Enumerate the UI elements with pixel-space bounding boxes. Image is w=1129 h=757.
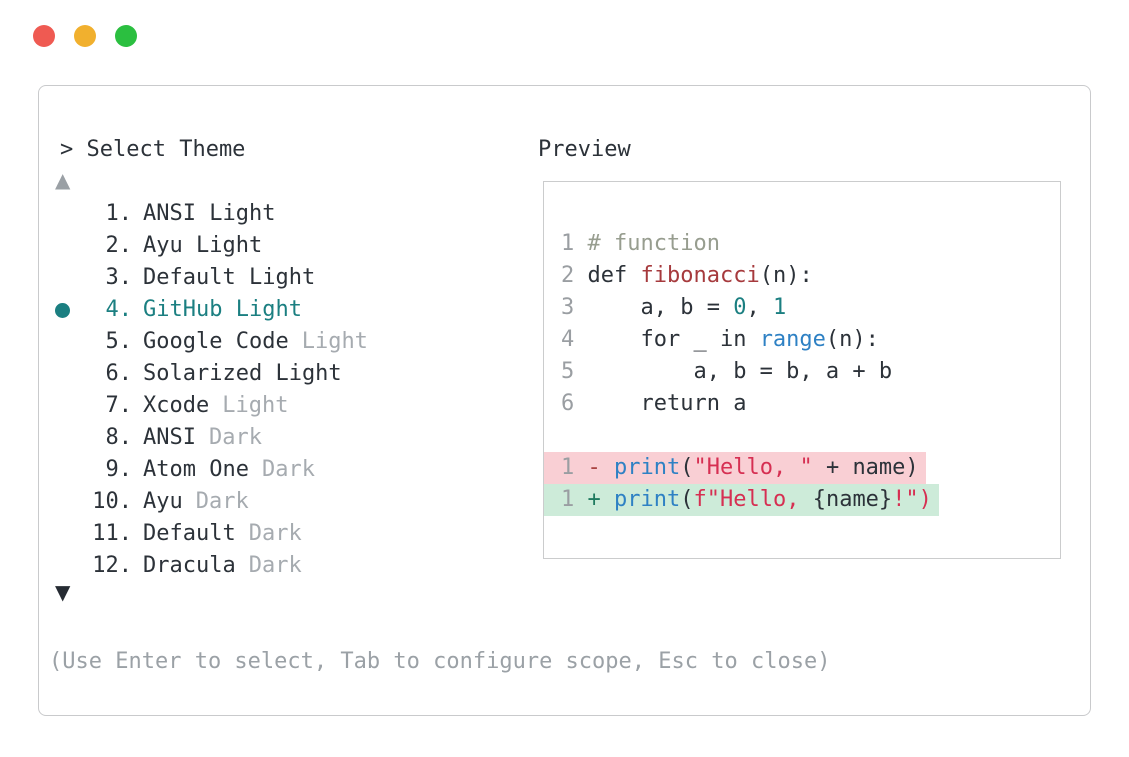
theme-name: ANSI <box>143 425 196 450</box>
selected-bullet-icon <box>55 302 70 318</box>
line-number: 5 <box>561 359 575 384</box>
theme-list-item[interactable]: 8. ANSI Dark <box>39 422 519 454</box>
theme-variant: Light <box>301 329 368 354</box>
theme-number: 9. <box>105 457 133 482</box>
theme-number: 1. <box>105 201 133 226</box>
theme-list-item[interactable]: 12. Dracula Dark <box>39 550 519 582</box>
code-token: # function <box>587 231 720 256</box>
code-token: f"Hello, <box>693 487 813 512</box>
theme-list-item[interactable]: 5. Google Code Light <box>39 326 519 358</box>
line-number: 2 <box>561 263 575 288</box>
scroll-down-icon[interactable]: ▼ <box>55 580 71 604</box>
theme-name: GitHub Light <box>143 297 302 322</box>
code-line: 5 a, b = b, a + b <box>561 356 892 388</box>
theme-number: 10. <box>92 489 132 514</box>
theme-list-item[interactable]: 9. Atom One Dark <box>39 454 519 486</box>
theme-number: 4. <box>105 297 133 322</box>
diff-line-removed: 1 - print("Hello, " + name) <box>544 452 926 484</box>
theme-list-item[interactable]: 10. Ayu Dark <box>39 486 519 518</box>
theme-variant: Dark <box>261 457 315 482</box>
theme-picker-window: > Select Theme Preview ▲ 1. ANSI Light 2. A… <box>38 85 1091 716</box>
line-number: 1 <box>561 487 575 512</box>
diff-sign: + <box>587 487 601 512</box>
code-token: (n): <box>759 263 813 288</box>
theme-name: Atom One <box>143 457 249 482</box>
code-token: print <box>614 455 681 480</box>
code-token: 0 <box>733 295 747 320</box>
theme-number: 3. <box>105 265 133 290</box>
theme-list-item[interactable]: 2. Ayu Light <box>39 230 519 262</box>
code-token: def <box>587 263 641 288</box>
code-token: a, b = b, a + b <box>587 359 893 384</box>
window-controls <box>33 25 137 47</box>
theme-number: 5. <box>105 329 133 354</box>
code-token: range <box>759 327 826 352</box>
prompt-title: > Select Theme <box>60 137 246 162</box>
theme-list-item[interactable]: 6. Solarized Light <box>39 358 519 390</box>
theme-list-item[interactable]: 7. Xcode Light <box>39 390 519 422</box>
scroll-up-icon[interactable]: ▲ <box>55 168 71 192</box>
theme-name: Ayu <box>143 489 183 514</box>
theme-number: 7. <box>105 393 133 418</box>
theme-list-item[interactable]: 4. GitHub Light <box>39 294 519 326</box>
line-number: 3 <box>561 295 575 320</box>
code-token: print <box>614 487 681 512</box>
code-token: !") <box>892 487 932 512</box>
code-token: ( <box>680 455 694 480</box>
code-token: return a <box>587 391 747 416</box>
code-token: ( <box>680 487 694 512</box>
line-number: 4 <box>561 327 575 352</box>
theme-variant: Dark <box>195 489 249 514</box>
theme-number: 8. <box>105 425 133 450</box>
code-line: 3 a, b = 0, 1 <box>561 292 786 324</box>
code-line: 1 # function <box>561 228 720 260</box>
minimize-button[interactable] <box>74 25 96 47</box>
theme-variant: Dark <box>208 425 262 450</box>
theme-name: Xcode <box>143 393 210 418</box>
code-token: 1 <box>772 295 787 320</box>
theme-number: 11. <box>92 521 132 546</box>
code-line: 4 for _ in range(n): <box>561 324 879 356</box>
close-button[interactable] <box>33 25 55 47</box>
line-number: 6 <box>561 391 575 416</box>
theme-list-item[interactable]: 3. Default Light <box>39 262 519 294</box>
theme-list-item[interactable]: 1. ANSI Light <box>39 198 519 230</box>
theme-list: 1. ANSI Light 2. Ayu Light 3. Default Light 4.… <box>39 198 519 582</box>
theme-variant: Dark <box>248 553 302 578</box>
line-number: 1 <box>561 455 575 480</box>
diff-line-added: 1 + print(f"Hello, {name}!") <box>544 484 939 516</box>
code-token: , <box>746 295 773 320</box>
diff-sign: - <box>587 455 601 480</box>
code-line: 2 def fibonacci(n): <box>561 260 813 292</box>
code-token: fibonacci <box>640 263 760 288</box>
preview-label: Preview <box>538 137 631 162</box>
keyboard-hint: (Use Enter to select, Tab to configure s… <box>49 649 831 674</box>
theme-number: 12. <box>92 553 132 578</box>
theme-number: 2. <box>105 233 133 258</box>
code-token: (n): <box>825 327 879 352</box>
code-line: 6 return a <box>561 388 746 420</box>
code-token: {name} <box>812 487 893 512</box>
code-token: for _ in <box>587 327 760 352</box>
line-number: 1 <box>561 231 575 256</box>
theme-name: Default <box>143 521 236 546</box>
code-token: + name) <box>812 455 919 480</box>
theme-variant: Light <box>222 393 289 418</box>
blank-line <box>561 420 574 452</box>
theme-name: Dracula <box>143 553 236 578</box>
theme-name: Ayu Light <box>143 233 263 258</box>
theme-list-item[interactable]: 11. Default Dark <box>39 518 519 550</box>
code-token: a, b = <box>587 295 734 320</box>
theme-name: Default Light <box>143 265 316 290</box>
zoom-button[interactable] <box>115 25 137 47</box>
theme-name: ANSI Light <box>143 201 276 226</box>
theme-number: 6. <box>105 361 133 386</box>
theme-name: Solarized Light <box>143 361 342 386</box>
theme-name: Google Code <box>143 329 289 354</box>
code-token: "Hello, " <box>693 455 813 480</box>
theme-variant: Dark <box>248 521 302 546</box>
